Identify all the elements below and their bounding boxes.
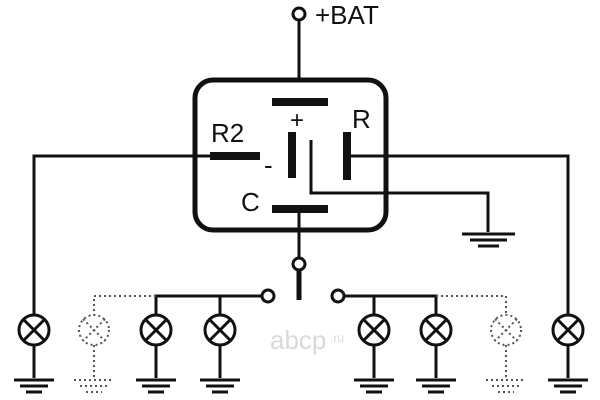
lamp-5	[354, 313, 394, 394]
lamp-6	[416, 313, 456, 394]
watermark-brand: abcp	[270, 325, 326, 355]
lamp-1	[14, 313, 54, 394]
relay-ground-icon	[462, 232, 515, 248]
plus-label: +	[290, 107, 304, 134]
watermark-logo: abcp .ru	[270, 325, 344, 355]
right-dotted-bus	[436, 295, 507, 315]
r-label: R	[352, 104, 371, 134]
minus-label: -	[264, 150, 273, 180]
ground-icon	[200, 378, 240, 394]
r-plate	[343, 132, 351, 180]
r2-plate	[210, 152, 260, 160]
lamp-4	[200, 313, 240, 394]
ground-trace	[309, 140, 490, 232]
ground-icon	[486, 379, 526, 393]
right-bus	[344, 294, 438, 315]
relay-box: + R R2 - C	[192, 77, 490, 258]
battery-label: +BAT	[315, 0, 379, 30]
r2-label: R2	[211, 118, 244, 148]
turn-switch	[93, 256, 507, 315]
c-plate	[272, 205, 328, 213]
r-output-wire	[351, 154, 570, 315]
ground-icon	[548, 378, 588, 394]
switch-left-contact	[260, 288, 276, 304]
ground-icon	[14, 378, 54, 394]
r2-output-wire	[32, 154, 210, 315]
watermark-tld: .ru	[330, 331, 344, 345]
ground-icon	[136, 378, 176, 394]
plus-plate	[272, 98, 328, 106]
minus-plate	[288, 132, 296, 178]
ground-icon	[354, 378, 394, 394]
lamp-7-optional	[486, 314, 526, 393]
switch-pivot	[291, 256, 307, 272]
battery-terminal: +BAT	[291, 0, 379, 80]
ground-icon	[416, 378, 456, 394]
lamp-8	[548, 313, 588, 394]
ground-icon	[74, 379, 114, 393]
lamp-3	[136, 313, 176, 394]
lamp-2-optional	[74, 314, 114, 393]
c-label: C	[241, 187, 260, 217]
left-bus	[154, 294, 262, 315]
switch-right-contact	[330, 288, 346, 304]
left-dotted-bus	[93, 295, 156, 315]
battery-terminal-circle	[291, 6, 307, 22]
